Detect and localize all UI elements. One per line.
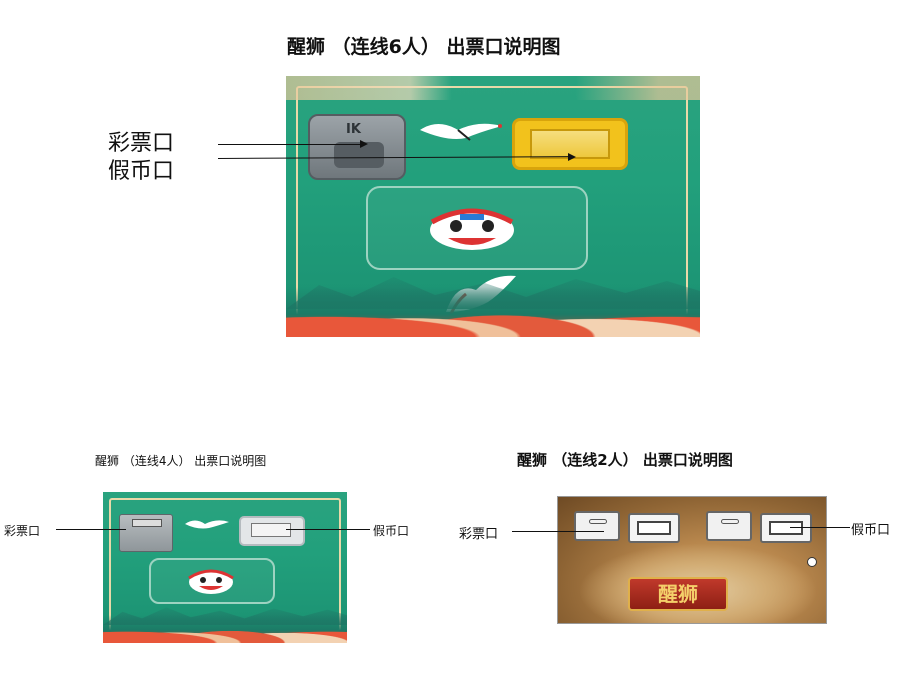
counterfeit-coin-slot-2-left (628, 513, 680, 543)
arrow-ticket-outlet-2 (512, 531, 604, 532)
ticket-slot-opening (720, 518, 740, 524)
machine-panel-6-player: IK (286, 76, 700, 337)
lion-face-icon-4 (183, 568, 239, 596)
lion-sign: 醒狮 (628, 577, 728, 611)
ticket-slot-opening (588, 518, 608, 524)
counterfeit-coin-slot-4 (239, 516, 305, 546)
arrow-ticket-outlet-6 (218, 144, 362, 145)
title-6-player: 醒狮 （连线6人） 出票口说明图 (287, 36, 561, 58)
machine-panel-2-player: 醒狮 (557, 496, 827, 624)
title-4-player: 醒狮 （连线4人） 出票口说明图 (95, 454, 267, 468)
crane-icon-4 (183, 516, 231, 532)
counterfeit-slot-opening-4 (251, 523, 291, 537)
arrow-ticket-outlet-4 (56, 529, 126, 530)
lion-face-icon (418, 206, 526, 256)
top-cloud-decoration (286, 76, 700, 100)
ticket-outlet-slot-2-right (706, 511, 752, 541)
label-counterfeit-4: 假币口 (373, 524, 410, 538)
ticket-outlet-slot-2-left (574, 511, 620, 541)
slot-opening-4 (132, 519, 162, 527)
slot-opening (334, 142, 384, 168)
coin-slot-brand: IK (346, 122, 361, 137)
ticket-outlet-slot-4 (119, 514, 173, 552)
label-ticket-outlet-2: 彩票口 (459, 527, 499, 542)
arrow-counterfeit-4 (286, 529, 370, 530)
label-counterfeit-6: 假币口 (108, 159, 175, 184)
bottom-cloud-decoration (286, 287, 700, 337)
counterfeit-slot-opening (636, 521, 672, 535)
crane-icon (418, 116, 504, 146)
arrow-counterfeit-2 (790, 527, 850, 528)
title-2-player: 醒狮 （连线2人） 出票口说明图 (517, 451, 733, 469)
ticket-outlet-slot: IK (308, 114, 406, 180)
label-counterfeit-2: 假币口 (851, 523, 891, 538)
label-ticket-outlet-6: 彩票口 (108, 131, 175, 156)
counterfeit-coin-slot (512, 118, 628, 170)
display-window-4 (149, 558, 275, 604)
arrowhead-ticket-6 (360, 140, 368, 148)
bottom-cloud-decoration-4 (103, 615, 347, 643)
arrowhead-counterfeit-6 (568, 153, 576, 161)
machine-panel-4-player (103, 492, 347, 643)
indicator-light (807, 557, 817, 567)
label-ticket-outlet-4: 彩票口 (4, 524, 41, 538)
counterfeit-coin-slot-2-right (760, 513, 812, 543)
